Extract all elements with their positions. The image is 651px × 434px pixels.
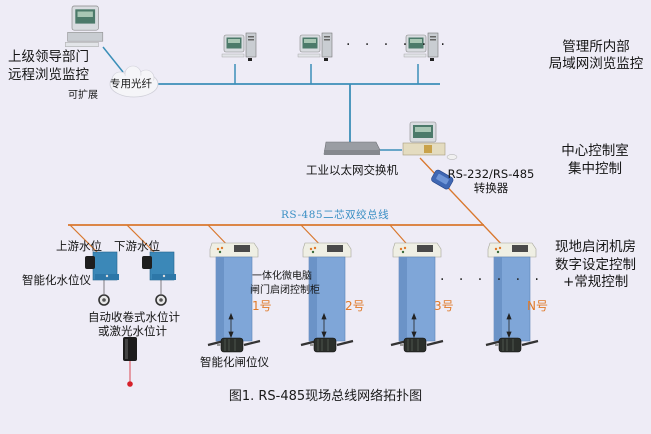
rs232-rs485-converter-icon	[431, 169, 454, 190]
gate-position-meter-label: 智能化闸位仪	[200, 355, 269, 369]
converter-label-2: 转换器	[473, 181, 509, 195]
remote-pc-icon	[65, 5, 104, 47]
gate-unit-2-label: 2号	[345, 299, 365, 313]
cabinet-label-2: 闸门启闭控制柜	[250, 285, 320, 296]
fiber-cloud-icon	[109, 65, 159, 98]
converter-label-1: RS-232/RS-485	[447, 167, 535, 181]
fiber-cloud-label: 专用光纤	[110, 78, 152, 90]
remote-level-label-2: 远程浏览监控	[8, 67, 89, 83]
field-level-label-2: 数字设定控制	[555, 257, 636, 273]
level-instrument-label: 智能化水位仪	[22, 273, 91, 287]
downstream-level-meter-icon	[141, 251, 177, 281]
center-level-label-2: 集中控制	[568, 161, 622, 177]
lan-pc-1-icon	[221, 32, 257, 62]
gates-ellipsis: · · · · · ·	[440, 272, 544, 288]
control-server-icon	[402, 121, 458, 160]
upstream-level-label: 上游水位	[56, 239, 102, 253]
gate-unit-n-label: N号	[527, 299, 548, 313]
rs485-bus-label: RS-485二芯双绞总线	[281, 209, 390, 221]
lan-ellipsis: · · · · · ·	[346, 37, 450, 53]
field-level-label-3: +常规控制	[563, 274, 629, 290]
remote-level-label-1: 上级领导部门	[8, 49, 89, 65]
gate-unit-3-label: 3号	[434, 299, 454, 313]
cabinet-label-1: 一体化微电脑	[252, 271, 312, 282]
center-level-label-1: 中心控制室	[561, 143, 629, 159]
upstream-reel-gauge-icon	[98, 294, 110, 306]
lan-pc-2-icon	[297, 32, 333, 62]
gate-position-meter-2-icon	[309, 337, 337, 353]
gate-cabinet-3-icon	[389, 241, 445, 347]
gate-position-meter-n-icon	[494, 337, 522, 353]
gate-position-meter-1-icon	[216, 337, 244, 353]
downstream-level-label: 下游水位	[114, 239, 160, 253]
field-level-label-1: 现地启闭机房	[555, 239, 636, 255]
expandable-label: 可扩展	[68, 90, 98, 101]
figure-caption: 图1. RS-485现场总线网络拓扑图	[228, 389, 423, 404]
gate-unit-1-label: 1号	[252, 299, 272, 313]
laser-level-gauge-icon	[123, 337, 137, 387]
lan-level-label-1: 管理所内部	[562, 39, 630, 55]
switch-label: 工业以太网交换机	[306, 163, 398, 177]
laser-gauge-label: 或激光水位计	[98, 324, 167, 338]
reel-gauge-label: 自动收卷式水位计	[88, 310, 180, 324]
bus-drop-downstream	[126, 224, 157, 255]
downstream-reel-gauge-icon	[155, 294, 167, 306]
gate-cabinet-n-icon	[484, 241, 540, 347]
lan-level-label-2: 局域网浏览监控	[548, 56, 644, 72]
ethernet-switch-icon	[323, 141, 381, 155]
gate-position-meter-3-icon	[399, 337, 427, 353]
bus-drop-upstream	[69, 224, 100, 255]
fiber-link-line	[102, 46, 124, 73]
